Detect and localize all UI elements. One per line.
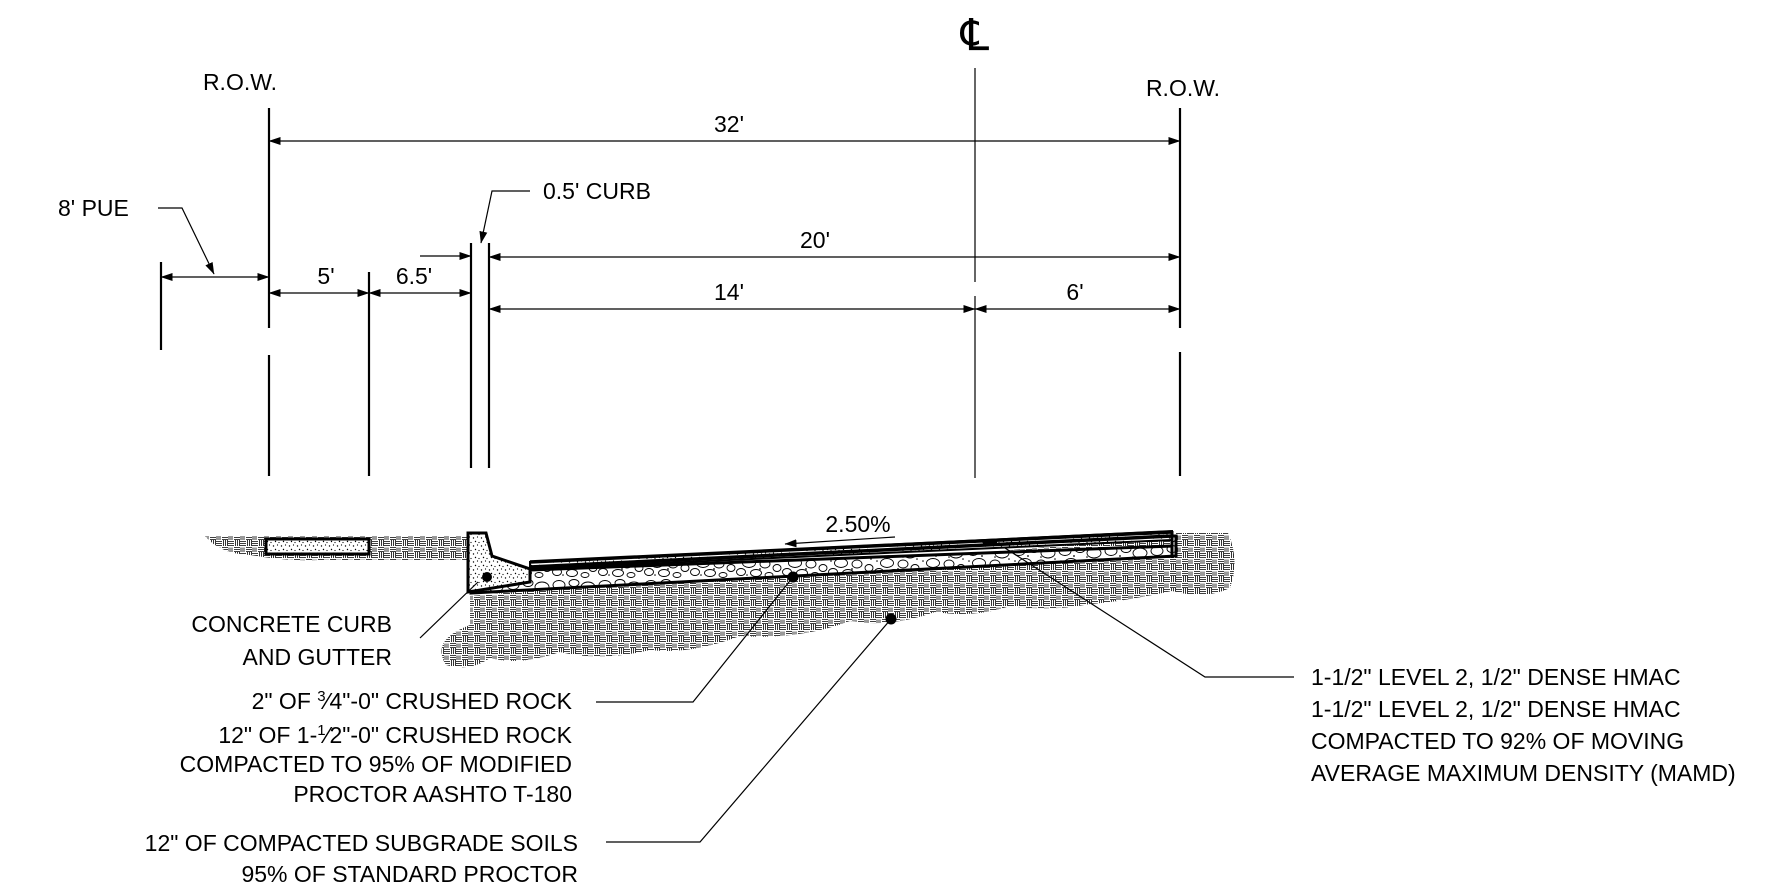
dimension-curb-label: 0.5' CURB: [543, 178, 651, 204]
dimension-pue-label: 8' PUE: [58, 195, 129, 221]
dimension-half-street: 20': [488, 227, 1181, 261]
dimension-center-offset: 6': [974, 279, 1181, 313]
callout-asphalt: 1-1/2" LEVEL 2, 1/2" DENSE HMAC 1-1/2" L…: [1311, 664, 1736, 786]
callout-base-course-pre: 12" OF 1-: [218, 722, 317, 748]
sidewalk-slab: [264, 537, 371, 556]
dimension-travel-lane-label: 14': [714, 279, 744, 305]
row-left-label: R.O.W.: [203, 69, 277, 95]
row-right-label: R.O.W.: [1146, 75, 1220, 101]
slope-label: 2.50%: [825, 511, 890, 537]
callout-base-course-line3: PROCTOR AASHTO T-180: [293, 781, 572, 807]
svg-text:12" OF 1-1⁄2"-0" CRUSHED ROCK: 12" OF 1-1⁄2"-0" CRUSHED ROCK: [218, 722, 572, 748]
dimension-half-street-label: 20': [800, 227, 830, 253]
callout-subgrade-line1: 12" OF COMPACTED SUBGRADE SOILS: [145, 830, 578, 856]
callout-base-course-frac-num: 1: [317, 722, 325, 739]
callout-curb-gutter-line1: CONCRETE CURB: [191, 611, 392, 637]
callout-curb-gutter-line2: AND GUTTER: [243, 644, 393, 670]
callout-subgrade: 12" OF COMPACTED SUBGRADE SOILS 95% OF S…: [145, 830, 578, 887]
dimension-pue: 8' PUE: [58, 195, 270, 281]
callout-base-course: 12" OF 1-1⁄2"-0" CRUSHED ROCK COMPACTED …: [180, 722, 573, 807]
dimension-planter: 6.5': [368, 263, 472, 297]
dimension-curb: 0.5' CURB: [420, 178, 651, 260]
callout-top-course-post: "-0" CRUSHED ROCK: [342, 688, 572, 714]
slope-indicator: 2.50%: [784, 511, 896, 548]
callout-subgrade-line2: 95% OF STANDARD PROCTOR: [241, 861, 578, 887]
callout-asphalt-line2: 1-1/2" LEVEL 2, 1/2" DENSE HMAC: [1311, 696, 1681, 722]
dimension-total-width-label: 32': [714, 111, 744, 137]
dimension-travel-lane: 14': [488, 279, 976, 313]
svg-text:2" OF 3⁄4"-0" CRUSHED ROCK: 2" OF 3⁄4"-0" CRUSHED ROCK: [252, 688, 573, 714]
dimension-sidewalk-setback: 5': [268, 263, 370, 297]
dimension-planter-label: 6.5': [396, 263, 432, 289]
callout-base-course-post: "-0" CRUSHED ROCK: [342, 722, 572, 748]
callout-top-course-pre: 2" OF: [252, 688, 318, 714]
centerline-symbol: ℄: [960, 11, 990, 60]
callout-top-course-frac-den: 4: [329, 688, 342, 714]
dimension-sidewalk-setback-label: 5': [317, 263, 334, 289]
extension-lines: [159, 108, 1182, 476]
callout-base-course-frac-den: 2: [329, 722, 342, 748]
callout-asphalt-line4: AVERAGE MAXIMUM DENSITY (MAMD): [1311, 760, 1736, 786]
callout-base-course-line2: COMPACTED TO 95% OF MODIFIED: [180, 751, 572, 777]
callout-top-course: 2" OF 3⁄4"-0" CRUSHED ROCK: [252, 688, 573, 714]
callout-asphalt-line1: 1-1/2" LEVEL 2, 1/2" DENSE HMAC: [1311, 664, 1681, 690]
centerline: ℄: [960, 11, 990, 478]
callout-top-course-frac-num: 3: [317, 688, 325, 705]
leader-lines: [419, 547, 1294, 843]
dimension-total-width: 32': [268, 111, 1181, 145]
callout-curb-gutter: CONCRETE CURB AND GUTTER: [191, 611, 392, 670]
dimension-center-offset-label: 6': [1066, 279, 1083, 305]
callout-asphalt-line3: COMPACTED TO 92% OF MOVING: [1311, 728, 1684, 754]
